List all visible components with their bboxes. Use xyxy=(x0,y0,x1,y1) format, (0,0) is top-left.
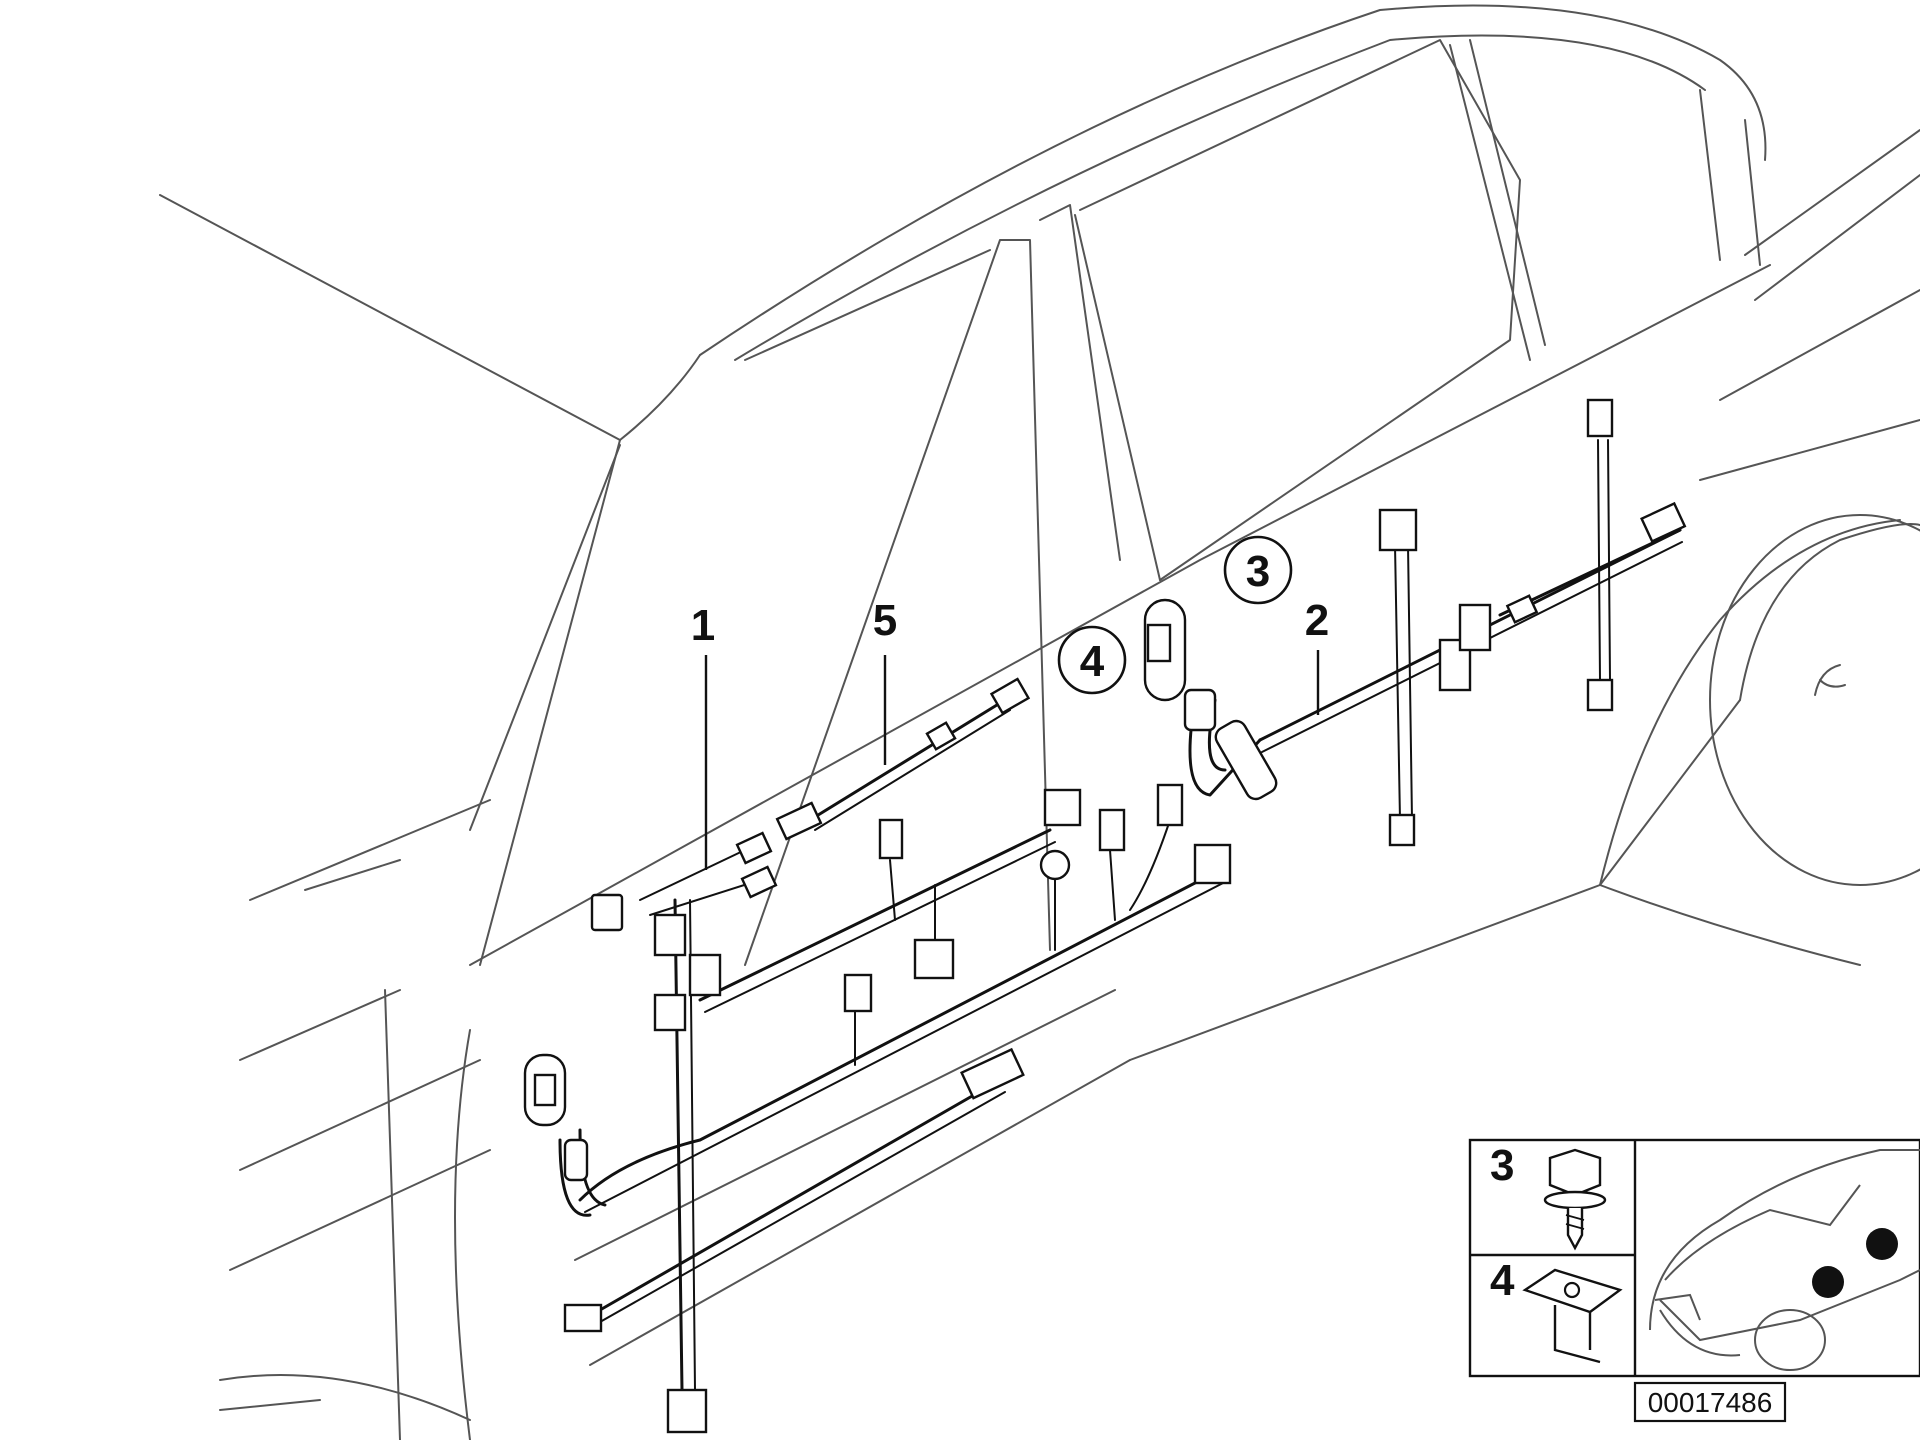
callout-2-label: 2 xyxy=(1305,596,1329,645)
parts-inset: 3 4 xyxy=(1468,1138,1920,1378)
callout-3-label: 3 xyxy=(1246,547,1270,596)
clip-nut-icon xyxy=(1522,1268,1623,1364)
callout-2: 2 xyxy=(1305,596,1329,715)
car-body-outline xyxy=(159,4,1920,1440)
front-door-harness xyxy=(523,783,1232,1434)
locator-dot-front xyxy=(1812,1266,1844,1298)
harness-5 xyxy=(775,677,1031,841)
reference-number-text: 00017486 xyxy=(1648,1387,1773,1418)
callout-3: 3 xyxy=(1223,535,1293,605)
rear-door-harness xyxy=(1143,398,1687,847)
callout-4-label: 4 xyxy=(1080,637,1105,686)
callout-4: 4 xyxy=(1057,625,1127,695)
car-locator-icon xyxy=(1649,1149,1920,1371)
callout-5: 5 xyxy=(873,596,897,765)
callout-5-label: 5 xyxy=(873,596,897,645)
inset-label-3: 3 xyxy=(1490,1141,1514,1190)
inset-label-4: 4 xyxy=(1490,1256,1515,1305)
connector-a xyxy=(590,893,624,932)
screw-icon xyxy=(1543,1148,1607,1251)
locator-dot-rear xyxy=(1866,1228,1898,1260)
callout-1-label: 1 xyxy=(691,601,715,650)
reference-number: 00017486 xyxy=(1633,1381,1787,1423)
callout-1: 1 xyxy=(691,601,715,870)
